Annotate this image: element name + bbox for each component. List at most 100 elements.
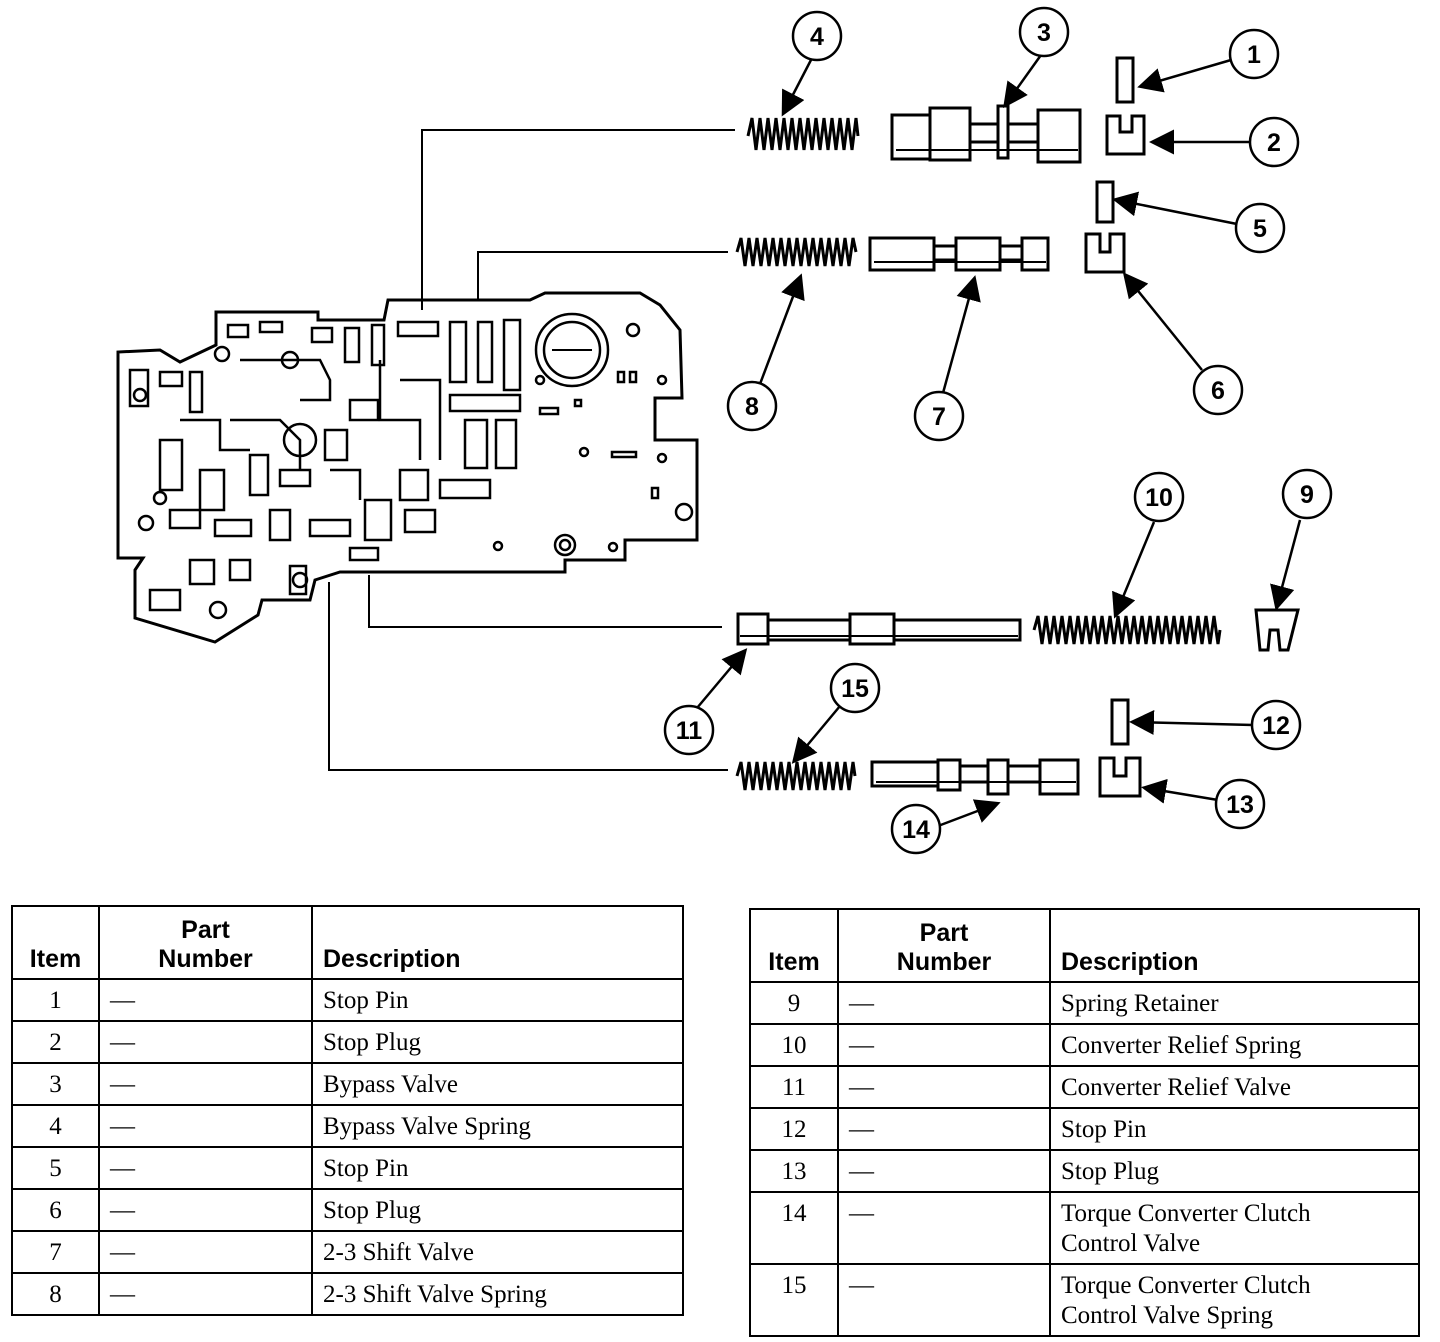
- cell-description: 2-3 Shift Valve Spring: [311, 1272, 684, 1316]
- callout-number: 11: [676, 717, 703, 745]
- table-row: 4 — Bypass Valve Spring: [11, 1104, 684, 1148]
- callout-13: 13: [1214, 778, 1266, 830]
- cell-part-number: —: [98, 1062, 313, 1106]
- header-part-line1: Part: [919, 919, 969, 947]
- cell-description: Bypass Valve Spring: [311, 1104, 684, 1148]
- exploded-valve-diagram: 1 2 3 4 5 6 7 8 9 10 11 12: [116, 6, 1333, 855]
- cell-item: 13: [749, 1149, 839, 1193]
- header-part-line1: Part: [181, 916, 230, 944]
- callout-2: 2: [1248, 116, 1300, 168]
- cell-part-number: —: [837, 1149, 1051, 1193]
- callout-number: 15: [841, 675, 869, 703]
- callout-number: 14: [902, 816, 930, 844]
- callout-arrows: [696, 54, 1302, 828]
- cell-item: 6: [11, 1188, 100, 1232]
- callout-number: 2: [1267, 129, 1281, 157]
- valve-body-passages: [128, 318, 522, 620]
- cell-part-number: —: [837, 1065, 1051, 1109]
- stop-pins-plugs: [1084, 56, 1300, 798]
- callout-number: 3: [1037, 19, 1051, 47]
- table-row: 11 — Converter Relief Valve: [749, 1065, 1420, 1109]
- description-line2: Control Valve: [1061, 1230, 1201, 1257]
- description-line1: Torque Converter Clutch: [1061, 1200, 1311, 1227]
- callout-number: 1: [1247, 41, 1261, 69]
- cell-part-number: —: [98, 978, 313, 1022]
- cell-item: 5: [11, 1146, 100, 1190]
- table-row: 10 — Converter Relief Spring: [749, 1023, 1420, 1067]
- cell-description: Stop Pin: [311, 1146, 684, 1190]
- header-part-line2: Number: [158, 945, 253, 973]
- cell-part-number: —: [98, 1272, 313, 1316]
- callout-15: 15: [829, 662, 881, 714]
- table-row: 6 — Stop Plug: [11, 1188, 684, 1232]
- tcc-control-valve: [870, 758, 1080, 796]
- callout-number: 13: [1226, 791, 1254, 819]
- cell-item: 1: [11, 978, 100, 1022]
- cell-description: Stop Pin: [1049, 1107, 1420, 1151]
- callout-10: 10: [1133, 471, 1185, 523]
- table-row: 9 — Spring Retainer: [749, 981, 1420, 1025]
- valve-body: [116, 291, 699, 644]
- cell-part-number: —: [98, 1146, 313, 1190]
- callout-number: 8: [745, 393, 759, 421]
- callout-4: 4: [791, 10, 843, 62]
- table-row: 13 — Stop Plug: [749, 1149, 1420, 1193]
- callout-number: 4: [810, 23, 824, 51]
- cell-description: Converter Relief Valve: [1049, 1065, 1420, 1109]
- header-item: Item: [11, 905, 100, 980]
- cell-description: 2-3 Shift Valve: [311, 1230, 684, 1274]
- bypass-valve: [890, 104, 1082, 164]
- cell-item: 9: [749, 981, 839, 1025]
- callout-number: 12: [1262, 712, 1290, 740]
- table-row: 7 — 2-3 Shift Valve: [11, 1230, 684, 1274]
- cell-description: Stop Plug: [311, 1188, 684, 1232]
- callout-7: 7: [913, 390, 965, 442]
- converter-relief-spring: [1032, 615, 1222, 645]
- table-row: 5 — Stop Pin: [11, 1146, 684, 1190]
- cell-part-number: —: [837, 1107, 1051, 1151]
- cell-description: Bypass Valve: [311, 1062, 684, 1106]
- shift-valve: [868, 236, 1050, 272]
- cell-description: Stop Plug: [311, 1020, 684, 1064]
- cell-part-number: —: [837, 981, 1051, 1025]
- converter-relief-valve: [736, 612, 1022, 646]
- header-description: Description: [311, 905, 684, 980]
- cell-item: 4: [11, 1104, 100, 1148]
- table-row: 12 — Stop Pin: [749, 1107, 1420, 1151]
- callout-11: 11: [663, 704, 715, 756]
- table-row: 3 — Bypass Valve: [11, 1062, 684, 1106]
- table-row: 8 — 2-3 Shift Valve Spring: [11, 1272, 684, 1316]
- header-description: Description: [1049, 908, 1420, 983]
- cell-item: 11: [749, 1065, 839, 1109]
- header-item: Item: [749, 908, 839, 983]
- callout-number: 6: [1211, 377, 1225, 405]
- callout-3: 3: [1018, 6, 1070, 58]
- cell-part-number: —: [98, 1020, 313, 1064]
- bore-leader-lines: [328, 129, 735, 771]
- cell-part-number: —: [837, 1191, 1051, 1265]
- callout-6: 6: [1192, 364, 1244, 416]
- shift-valve-spring: [735, 237, 858, 267]
- table-row: 2 — Stop Plug: [11, 1020, 684, 1064]
- callout-9: 9: [1281, 468, 1333, 520]
- cell-part-number: —: [98, 1104, 313, 1148]
- callout-number: 9: [1300, 481, 1314, 509]
- callout-12: 12: [1250, 699, 1302, 751]
- tcc-control-valve-spring: [735, 761, 857, 791]
- cell-part-number: —: [837, 1263, 1051, 1337]
- cell-part-number: —: [98, 1188, 313, 1232]
- description-line2: Control Valve Spring: [1061, 1302, 1274, 1329]
- cell-item: 15: [749, 1263, 839, 1337]
- callout-5: 5: [1234, 202, 1286, 254]
- cell-item: 14: [749, 1191, 839, 1265]
- cell-description: Stop Pin: [311, 978, 684, 1022]
- cell-description: Spring Retainer: [1049, 981, 1420, 1025]
